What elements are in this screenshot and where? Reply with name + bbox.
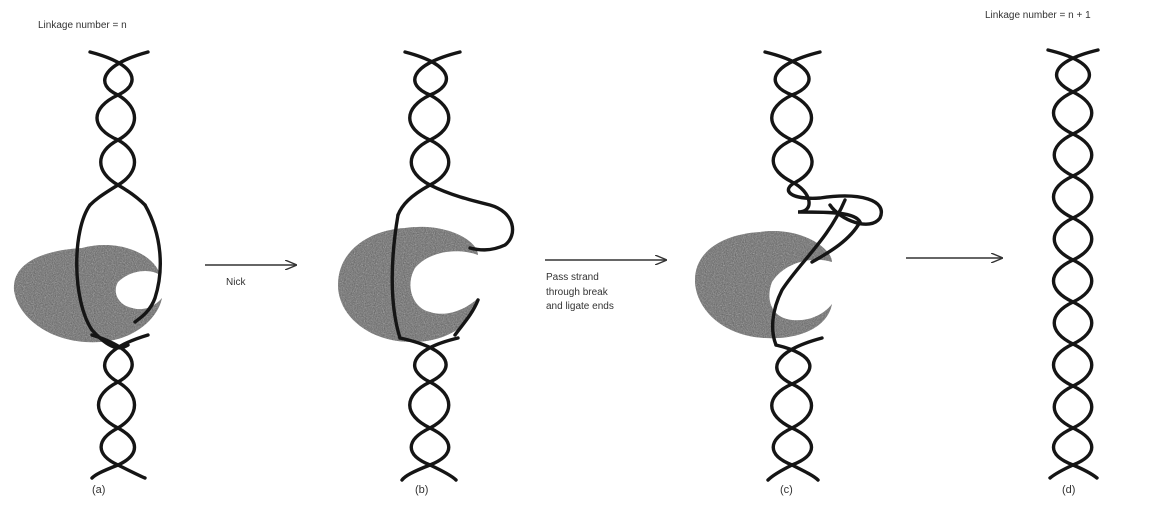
enzyme-c [695,231,832,338]
caption-b: (b) [415,484,428,496]
step-label-pass-line2: through break [546,286,614,301]
linkage-number-before: Linkage number = n [38,20,127,33]
enzyme-a [14,245,162,342]
caption-c: (c) [780,484,793,496]
linkage-number-after: Linkage number = n + 1 [985,10,1091,23]
helix-b-top [398,52,513,250]
helix-b-bottom [400,338,458,480]
caption-a: (a) [92,484,105,496]
step-label-pass-line1: Pass strand [546,271,614,286]
enzyme-b [338,227,478,342]
step-label-nick: Nick [226,276,245,291]
panel-b [338,52,513,480]
panel-a [14,52,162,478]
helix-a-top [90,52,148,205]
caption-d: (d) [1062,484,1075,496]
helix-c-bottom [768,338,822,480]
panel-d [1048,50,1098,478]
panel-c [695,52,881,480]
step-label-pass-line3: and ligate ends [546,300,614,315]
helix-c-top [765,52,881,262]
step-label-pass: Pass strand through break and ligate end… [546,271,614,315]
helix-a-bottom [92,335,148,478]
